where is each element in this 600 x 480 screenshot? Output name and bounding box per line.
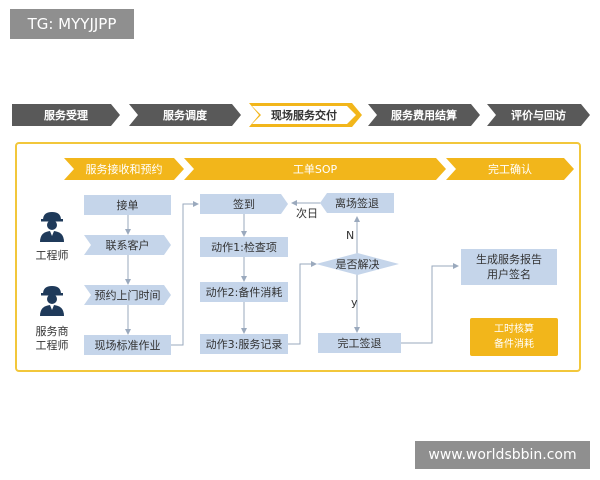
step-schedule-visit: 预约上门时间: [84, 285, 171, 305]
role-engineer-label: 工程师: [35, 249, 69, 262]
label-next-day: 次日: [296, 207, 318, 220]
step-standard-onsite-work: 现场标准作业: [84, 335, 171, 355]
summary-line1: 工时核算: [494, 324, 534, 335]
phase-work-order-sop: 工单SOP: [184, 158, 446, 180]
step-action-spare-parts: 动作2:备件消耗: [200, 282, 288, 302]
step-generate-report: 生成服务报告 用户签名: [461, 249, 557, 285]
step-leave-sign-out: 离场签退: [320, 193, 394, 213]
label-yes: y: [351, 296, 358, 309]
onsite-delivery-frame: [15, 142, 581, 372]
step-action-service-record: 动作3:服务记录: [200, 334, 288, 354]
phase-completion-confirm: 完工确认: [446, 158, 574, 180]
phase-receive-appointment: 服务接收和预约: [64, 158, 184, 180]
step-accept-order: 接单: [84, 195, 171, 215]
watermark-url-badge: www.worldsbbin.com: [415, 441, 590, 469]
role-partner-engineer-label: 服务商 工程师: [26, 325, 78, 353]
step-action-check-items: 动作1:检查项: [200, 237, 288, 257]
stage-onsite-delivery: 现场服务交付: [252, 106, 356, 124]
stage-evaluation: 评价与回访: [487, 104, 590, 126]
stage-service-acceptance: 服务受理: [12, 104, 120, 126]
partner-engineer-person-icon: [40, 286, 64, 316]
summary-hours-parts: 工时核算 备件消耗: [470, 318, 558, 356]
engineer-person-icon: [40, 212, 64, 242]
decision-resolved: 是否解决: [316, 253, 399, 275]
step-sign-in: 签到: [200, 194, 288, 214]
role-partner-line1: 服务商: [35, 325, 69, 338]
stage-fee-settlement: 服务费用结算: [368, 104, 480, 126]
stage-service-dispatch: 服务调度: [129, 104, 241, 126]
step-finish-sign-out: 完工签退: [318, 333, 401, 353]
summary-line2: 备件消耗: [494, 339, 534, 350]
watermark-tg-badge: TG: MYYJJPP: [10, 9, 134, 39]
report-line1: 生成服务报告: [476, 253, 542, 266]
report-line2: 用户签名: [487, 268, 531, 281]
role-partner-line2: 工程师: [35, 339, 69, 352]
step-contact-customer: 联系客户: [84, 235, 171, 255]
label-no: N: [346, 229, 355, 242]
